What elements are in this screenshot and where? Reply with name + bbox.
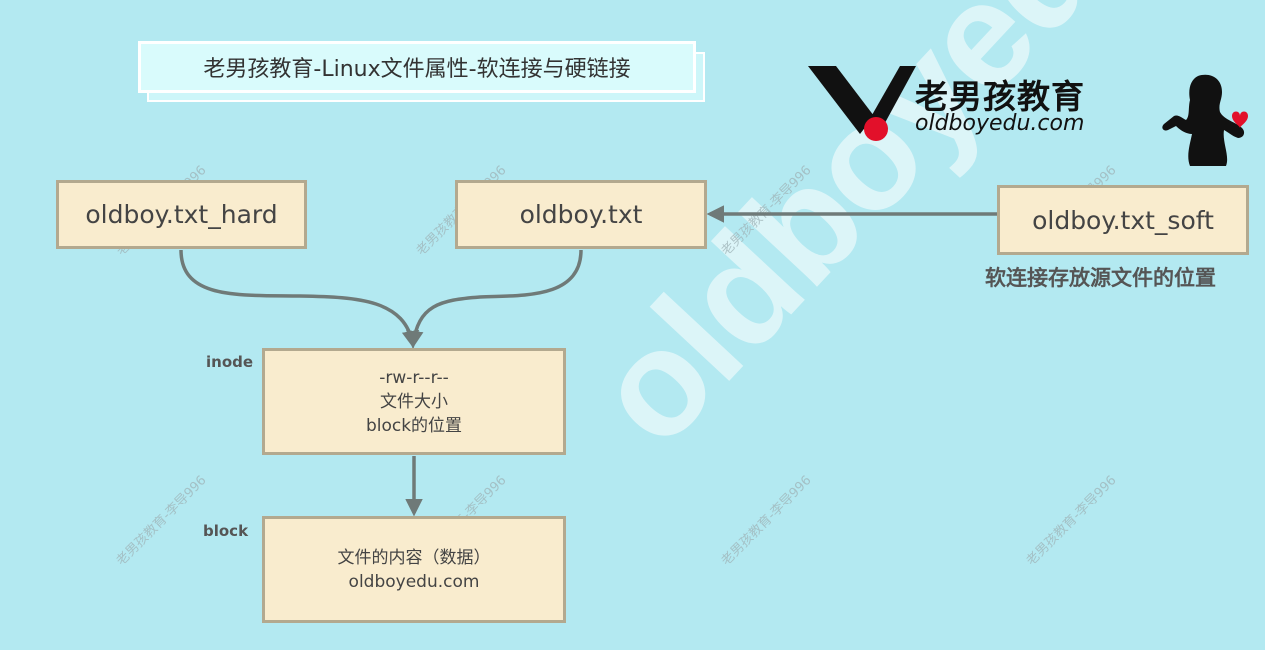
inode-label: inode (206, 353, 254, 371)
inode-file-size: 文件大小 (380, 391, 448, 412)
soft-link-filename: oldboy.txt_soft (1032, 205, 1214, 235)
hard-to-inode-curve (179, 249, 420, 349)
block-box: 文件的内容（数据） oldboyedu.com (262, 516, 566, 623)
block-domain: oldboyedu.com (348, 571, 480, 592)
inode-box: -rw-r--r-- 文件大小 block的位置 (262, 348, 566, 455)
inode-permissions: -rw-r--r-- (379, 367, 449, 388)
original-filename: oldboy.txt (519, 200, 643, 229)
soft-link-box: oldboy.txt_soft (997, 185, 1249, 255)
hard-link-box: oldboy.txt_hard (56, 180, 307, 249)
page-title: 老男孩教育-Linux文件属性-软连接与硬链接 (138, 41, 696, 93)
original-file-box: oldboy.txt (455, 180, 707, 249)
silhouette-figure-icon (1162, 74, 1248, 166)
logo-v-icon (808, 66, 916, 141)
block-label: block (203, 522, 249, 540)
hard-link-filename: oldboy.txt_hard (85, 200, 278, 229)
block-content: 文件的内容（数据） (337, 547, 491, 568)
logo-domain: oldboyedu.com (915, 111, 1085, 136)
logo-chinese-name: 老男孩教育 (915, 77, 1085, 116)
soft-link-caption: 软连接存放源文件的位置 (985, 266, 1216, 290)
inode-block-location: block的位置 (365, 415, 463, 436)
orig-to-inode-curve (406, 249, 583, 349)
